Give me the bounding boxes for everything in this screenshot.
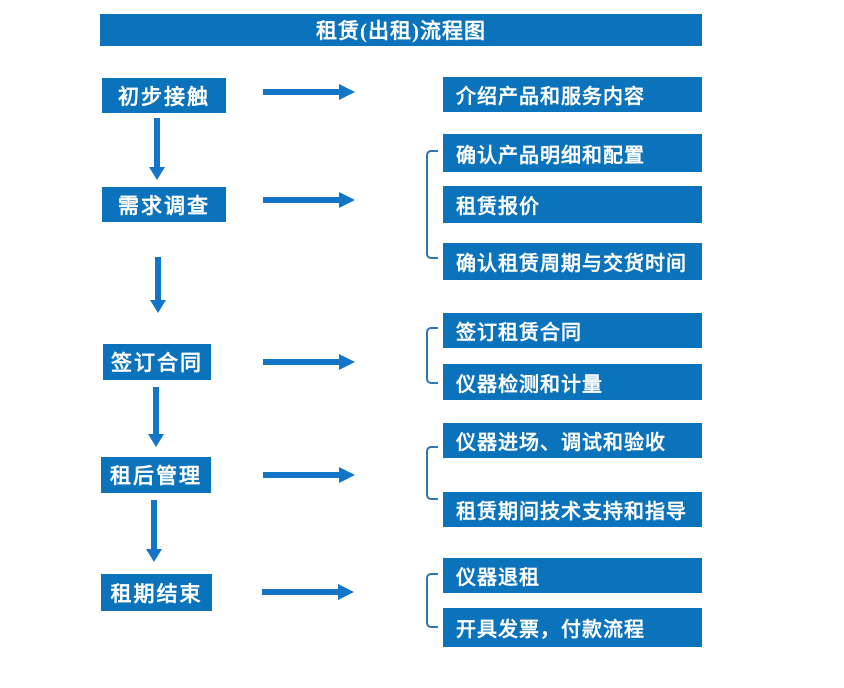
arrow-head-down-icon: [146, 549, 162, 562]
step-box-initial-contact: 初步接触: [102, 78, 226, 113]
group-bracket-demand-survey: [426, 150, 438, 259]
detail-box-rental-quote: 租赁报价: [443, 186, 702, 223]
group-bracket-rental-end: [426, 573, 438, 628]
flow-arrow-down-1: [149, 118, 165, 180]
arrow-head-right-icon: [339, 354, 355, 370]
detail-box-introduce-products: 介绍产品和服务内容: [443, 77, 702, 112]
group-bracket-sign-contract: [426, 327, 438, 384]
flow-arrow-right-2: [263, 192, 355, 208]
detail-box-confirm-rental-period: 确认租赁周期与交货时间: [443, 243, 702, 280]
arrow-head-right-icon: [339, 192, 355, 208]
step-box-rental-end: 租期结束: [101, 574, 212, 611]
detail-box-instrument-delivery: 仪器进场、调试和验收: [443, 423, 702, 458]
flow-arrow-right-3: [263, 354, 355, 370]
arrow-head-down-icon: [148, 434, 164, 447]
arrow-head-right-icon: [338, 584, 354, 600]
arrow-shaft: [263, 359, 339, 365]
detail-box-technical-support: 租赁期间技术支持和指导: [443, 492, 702, 527]
flow-arrow-down-3: [148, 387, 164, 447]
arrow-shaft: [153, 387, 159, 434]
flow-arrow-right-1: [263, 84, 355, 100]
step-box-post-rental-management: 租后管理: [101, 457, 211, 493]
arrow-shaft: [154, 118, 160, 167]
step-box-demand-survey: 需求调查: [102, 187, 226, 222]
detail-box-instrument-testing: 仪器检测和计量: [443, 364, 702, 400]
arrow-head-right-icon: [339, 467, 355, 483]
flow-arrow-right-4: [263, 467, 355, 483]
detail-box-sign-rental-contract: 签订租赁合同: [443, 313, 702, 348]
arrow-shaft: [263, 472, 339, 478]
detail-box-instrument-return: 仪器退租: [443, 558, 702, 593]
arrow-shaft: [151, 500, 157, 549]
flow-arrow-right-5: [262, 584, 354, 600]
arrow-head-down-icon: [150, 300, 166, 313]
group-bracket-post-rental: [426, 446, 438, 500]
arrow-shaft: [155, 257, 161, 300]
arrow-head-down-icon: [149, 167, 165, 180]
step-box-sign-contract: 签订合同: [103, 344, 211, 380]
arrow-shaft: [263, 89, 339, 95]
flow-arrow-down-4: [146, 500, 162, 562]
arrow-head-right-icon: [339, 84, 355, 100]
detail-box-confirm-product-details: 确认产品明细和配置: [443, 134, 702, 172]
arrow-shaft: [262, 589, 338, 595]
flow-arrow-down-2: [150, 257, 166, 313]
arrow-shaft: [263, 197, 339, 203]
detail-box-invoice-payment: 开具发票，付款流程: [443, 608, 702, 647]
flowchart-title: 租赁(出租)流程图: [100, 14, 702, 46]
